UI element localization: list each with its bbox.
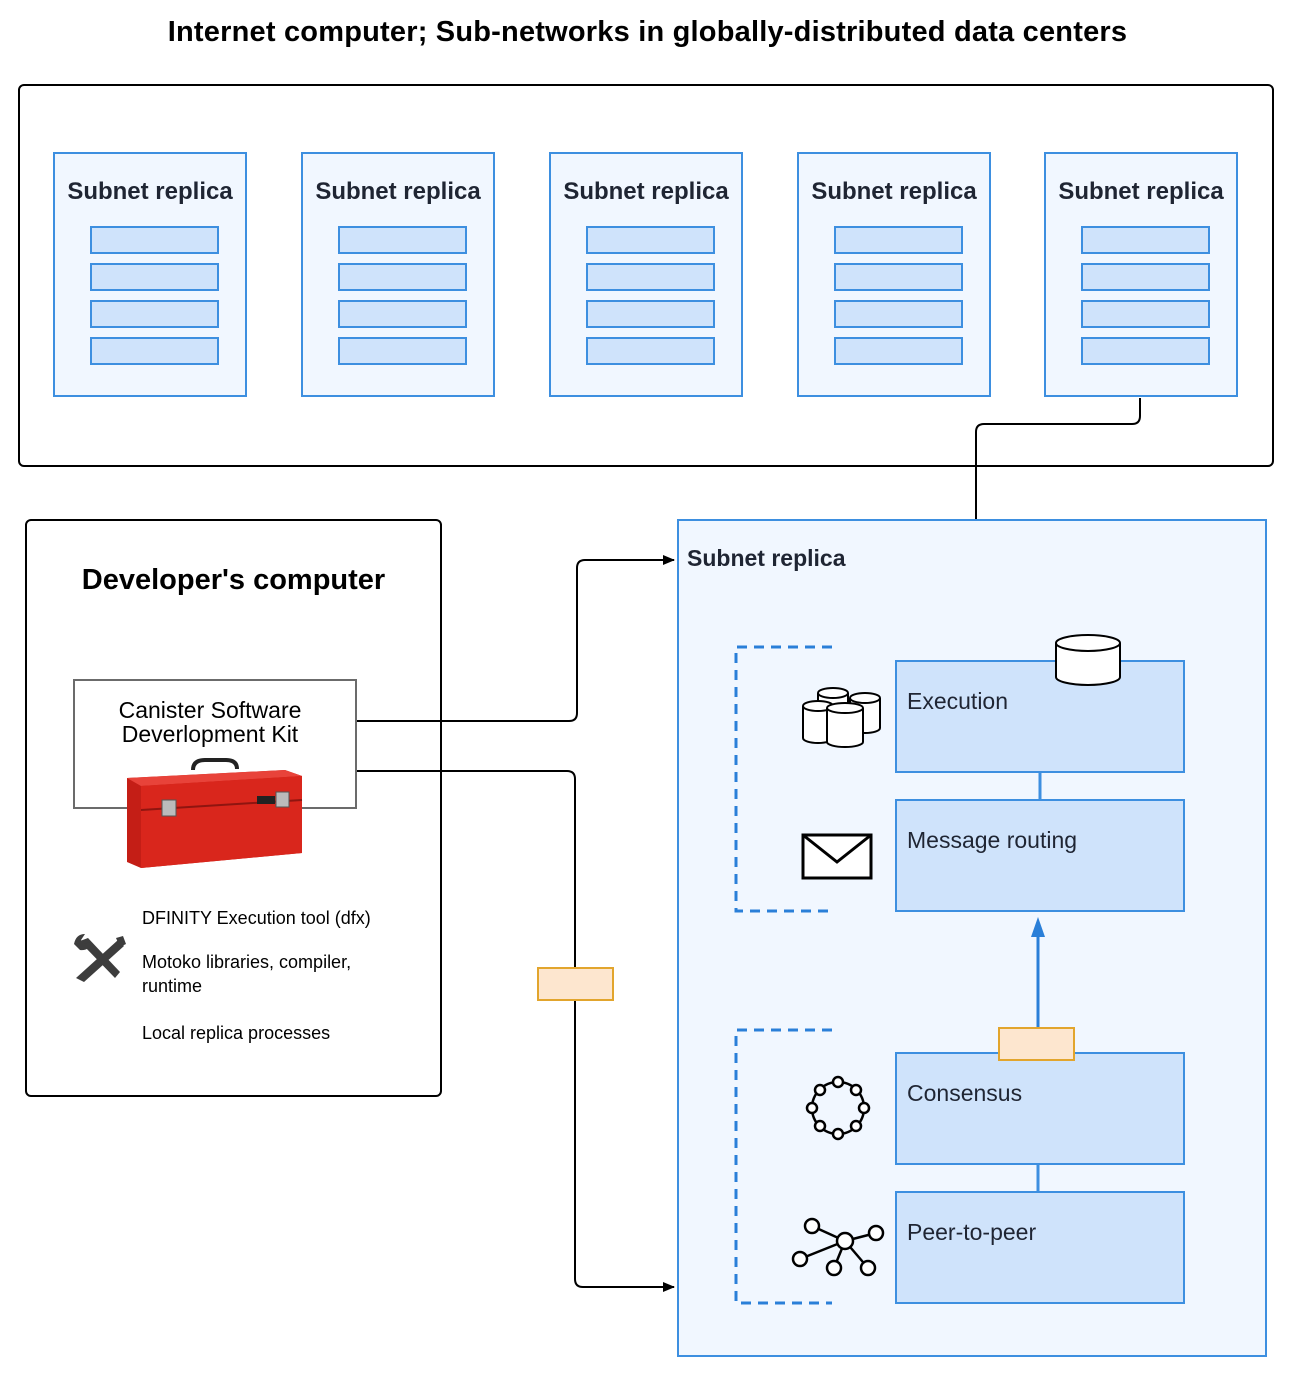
replica-bar	[338, 337, 467, 365]
replica-bar	[834, 337, 963, 365]
replica-bar	[834, 226, 963, 254]
mesh-network-icon	[791, 1217, 885, 1277]
replica-bar	[1081, 263, 1210, 291]
subnet-replica-label: Subnet replica	[67, 178, 233, 205]
consensus-label: Consensus	[907, 1080, 1023, 1106]
execution-label: Execution	[907, 688, 1009, 714]
sdk-label: Canister Software Deverlopment Kit	[73, 698, 347, 746]
lower-layer-bracket	[734, 1028, 832, 1305]
sdk-arrow-upper	[357, 555, 675, 722]
replica-bar	[338, 263, 467, 291]
subnet-replica-label: Subnet replica	[811, 178, 977, 205]
replica-bar	[834, 300, 963, 328]
ring-network-icon	[805, 1075, 871, 1141]
developer-computer-title: Developer's computer	[81, 564, 386, 596]
replica-bar	[90, 300, 219, 328]
database-icon	[802, 687, 881, 748]
subnet-replica-1: Subnet replica	[53, 152, 247, 397]
replica-bar	[90, 263, 219, 291]
subnet-replica-label: Subnet replica	[563, 178, 729, 205]
replica-bar	[1081, 300, 1210, 328]
replica-bar	[90, 337, 219, 365]
replica-bar	[1081, 226, 1210, 254]
cylinder-icon	[1055, 634, 1121, 686]
subnet-replica-label: Subnet replica	[1058, 178, 1224, 205]
tools-icon	[74, 934, 126, 982]
upper-layer-bracket	[734, 645, 832, 913]
tool-item-motoko: Motoko libraries, compiler,	[142, 952, 352, 972]
diagram-title: Internet computer; Sub-networks in globa…	[167, 16, 1128, 48]
message-routing-label: Message routing	[907, 827, 1078, 853]
replica-bar	[1081, 337, 1210, 365]
replica-bar	[834, 263, 963, 291]
toolbox-image	[127, 758, 303, 868]
message-tag	[998, 1027, 1075, 1061]
replica-bar	[586, 300, 715, 328]
sdk-arrow-lower	[357, 770, 675, 1292]
subnet-replica-2: Subnet replica	[301, 152, 495, 397]
replica-bar	[586, 263, 715, 291]
developer-computer-box	[25, 519, 442, 1097]
tool-item-motoko-cont: runtime	[142, 976, 203, 996]
peer-to-peer-box: Peer-to-peer	[895, 1191, 1185, 1304]
replica-bar	[338, 300, 467, 328]
sdk-label-line1: Canister Software	[118, 697, 302, 723]
execution-box: Execution	[895, 660, 1185, 773]
replica-bar	[338, 226, 467, 254]
tool-item-dfx: DFINITY Execution tool (dfx)	[142, 908, 371, 928]
replica-bar	[586, 337, 715, 365]
subnet-replica-detail-label: Subnet replica	[687, 545, 846, 571]
replica-bar	[90, 226, 219, 254]
subnet-replica-3: Subnet replica	[549, 152, 743, 397]
subnet-replica-label: Subnet replica	[315, 178, 481, 205]
subnet-replica-5: Subnet replica	[1044, 152, 1238, 397]
message-tag	[537, 967, 614, 1001]
message-routing-box: Message routing	[895, 799, 1185, 912]
replica-link-line	[975, 398, 1141, 519]
envelope-icon	[801, 833, 873, 880]
tool-item-local-replica: Local replica processes	[142, 1023, 331, 1043]
subnet-replica-4: Subnet replica	[797, 152, 991, 397]
sdk-label-line2: Deverlopment Kit	[121, 721, 299, 747]
peer-to-peer-label: Peer-to-peer	[907, 1219, 1037, 1245]
replica-bar	[586, 226, 715, 254]
consensus-to-routing-arrowhead	[1031, 917, 1045, 937]
internet-computer-container	[18, 84, 1274, 467]
